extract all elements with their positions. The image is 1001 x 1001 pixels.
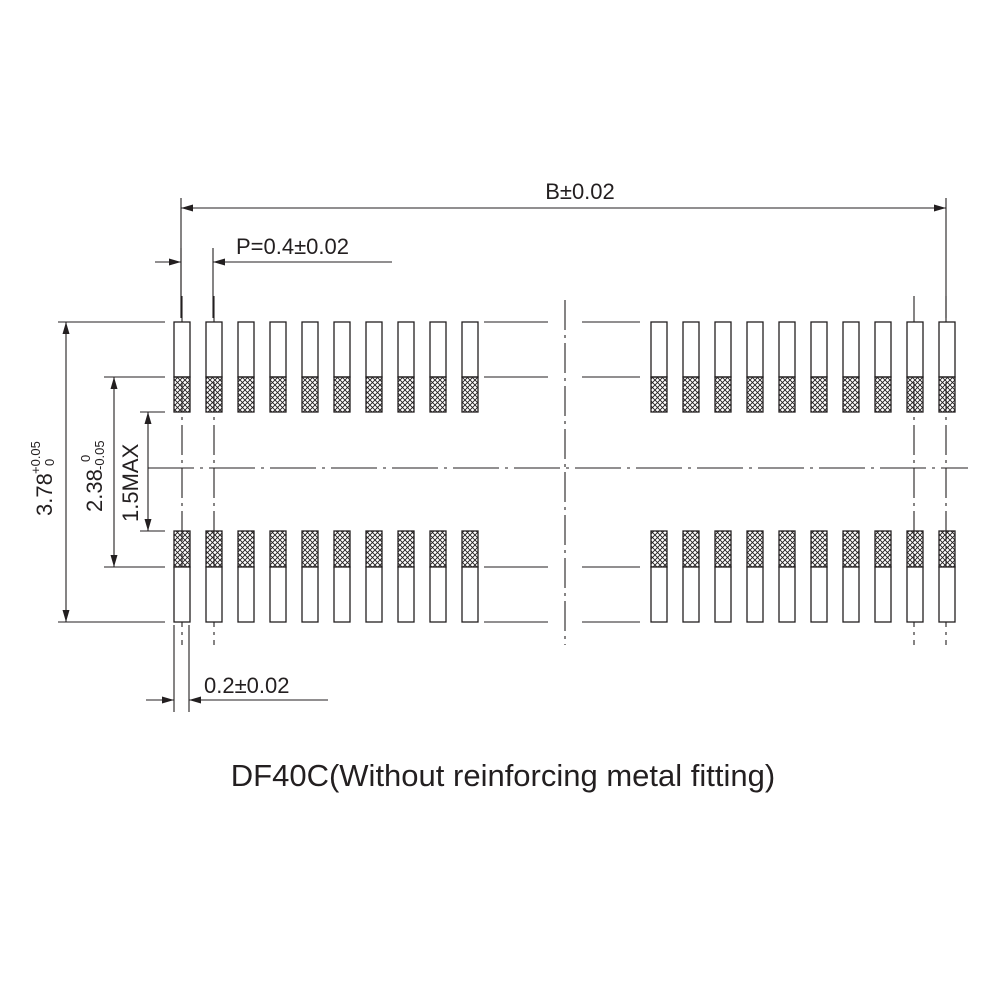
overall-height-tol-upper: +0.05 (28, 441, 43, 474)
pad-top-solder (938, 376, 956, 413)
pad-top-solder (173, 376, 191, 413)
overall-height-tol-lower: 0 (42, 459, 57, 466)
pad-top-body (397, 321, 415, 378)
drawing-caption: DF40C(Without reinforcing metal fitting) (231, 758, 775, 793)
pad-top-body (333, 321, 351, 378)
pitch-dimension-label: P=0.4±0.02 (236, 234, 349, 259)
pad-top-body (429, 321, 447, 378)
inner-height-dimension: 2.38 0 -0.05 (78, 376, 165, 568)
inner-height-tol-lower: -0.05 (92, 440, 107, 470)
pad-bottom-solder (301, 530, 319, 568)
pad-top-body (938, 321, 956, 378)
pad-bottom-body (778, 566, 796, 623)
pad-top-body (650, 321, 668, 378)
overall-height-dimension: 3.78 +0.05 0 (28, 321, 165, 623)
pad-bottom-body (461, 566, 479, 623)
pad-top-solder (205, 376, 223, 413)
pad-top-solder (237, 376, 255, 413)
pad-top-solder (365, 376, 383, 413)
pad-bottom-body (746, 566, 764, 623)
pad-bottom-solder (205, 530, 223, 568)
pad-top-solder (874, 376, 892, 413)
pad-top-solder (461, 376, 479, 413)
pad-top-body (874, 321, 892, 378)
pad-top-body (269, 321, 287, 378)
pad-top-body (173, 321, 191, 378)
pad-top-body (842, 321, 860, 378)
pad-top-body (237, 321, 255, 378)
pad-bottom-solder (333, 530, 351, 568)
pad-bottom-body (682, 566, 700, 623)
pad-top-solder (906, 376, 924, 413)
inner-height-tol-upper: 0 (78, 455, 93, 462)
pad-bottom-body (269, 566, 287, 623)
pad-top-body (810, 321, 828, 378)
pad-bottom-body (205, 566, 223, 623)
contact-width-label: 0.2±0.02 (204, 673, 289, 698)
pad-bottom-solder (842, 530, 860, 568)
b-dimension-label: B±0.02 (545, 179, 615, 204)
pad-bottom-solder (906, 530, 924, 568)
overall-height-label: 3.78 (32, 473, 57, 516)
pad-bottom-solder (461, 530, 479, 568)
pad-bottom-body (810, 566, 828, 623)
pad-bottom-body (938, 566, 956, 623)
pad-bottom-solder (173, 530, 191, 568)
pad-top-solder (429, 376, 447, 413)
pad-bottom-body (650, 566, 668, 623)
pad-bottom-body (429, 566, 447, 623)
pad-bottom-solder (682, 530, 700, 568)
pad-top-solder (714, 376, 732, 413)
pad-bottom-body (842, 566, 860, 623)
pad-array (173, 296, 956, 645)
pitch-dimension: P=0.4±0.02 (155, 234, 392, 318)
pad-bottom-solder (397, 530, 415, 568)
pad-bottom-solder (714, 530, 732, 568)
pad-bottom-solder (874, 530, 892, 568)
pad-top-solder (269, 376, 287, 413)
pad-top-solder (397, 376, 415, 413)
pad-top-body (714, 321, 732, 378)
pad-top-solder (682, 376, 700, 413)
pad-bottom-body (397, 566, 415, 623)
pad-bottom-solder (237, 530, 255, 568)
pad-top-body (682, 321, 700, 378)
inner-height-label: 2.38 (82, 469, 107, 512)
pad-top-body (778, 321, 796, 378)
pad-bottom-solder (429, 530, 447, 568)
pad-top-solder (810, 376, 828, 413)
pad-bottom-body (237, 566, 255, 623)
pad-bottom-solder (365, 530, 383, 568)
max-gap-label: 1.5MAX (118, 443, 143, 522)
pad-top-solder (778, 376, 796, 413)
pad-bottom-body (301, 566, 319, 623)
pad-top-body (461, 321, 479, 378)
pad-bottom-body (874, 566, 892, 623)
pad-top-solder (301, 376, 319, 413)
pad-top-solder (842, 376, 860, 413)
pad-top-body (205, 321, 223, 378)
pad-top-body (746, 321, 764, 378)
pad-top-body (365, 321, 383, 378)
pad-top-body (301, 321, 319, 378)
pad-top-solder (650, 376, 668, 413)
pad-bottom-body (333, 566, 351, 623)
pad-bottom-solder (650, 530, 668, 568)
pad-bottom-body (714, 566, 732, 623)
pad-bottom-solder (746, 530, 764, 568)
pad-bottom-body (173, 566, 191, 623)
pad-bottom-body (365, 566, 383, 623)
pad-bottom-solder (810, 530, 828, 568)
pad-bottom-solder (269, 530, 287, 568)
contact-width-dimension: 0.2±0.02 (146, 625, 328, 712)
max-gap-dimension: 1.5MAX (118, 411, 165, 532)
pad-top-body (906, 321, 924, 378)
pad-top-solder (746, 376, 764, 413)
pad-bottom-solder (938, 530, 956, 568)
pad-top-solder (333, 376, 351, 413)
row-reference-lines (484, 321, 640, 623)
pad-bottom-solder (778, 530, 796, 568)
pad-bottom-body (906, 566, 924, 623)
